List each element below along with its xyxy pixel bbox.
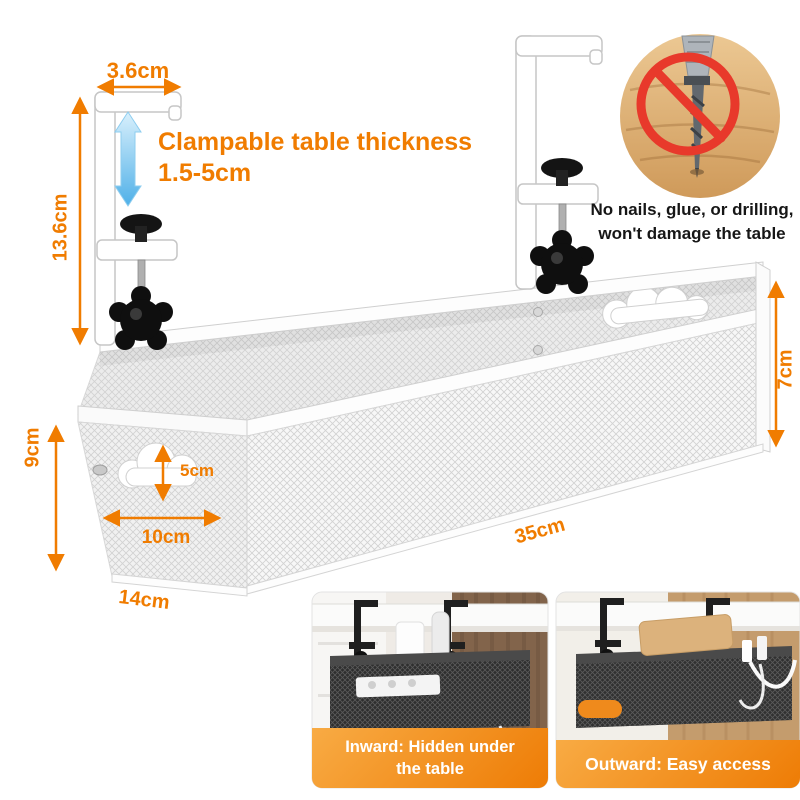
basket-photo [576,614,792,728]
clamp-height-label: 13.6cm [49,193,72,262]
inward-caption-line2: the table [396,760,464,778]
table-clamp-right [515,35,603,295]
wooden-board [638,614,734,656]
clamp-range-arrow [114,111,142,207]
basket-bottom-edge-left [111,573,248,597]
dim-slot-height: 5cm [180,461,215,480]
prohibition-icon [636,52,740,156]
headline-line2: 1.5-5cm [158,159,252,187]
dim-slot-width: 10cm [141,527,191,548]
plug [742,640,752,662]
basket-inner-shadow [100,276,763,366]
cable-slot-back [602,286,709,329]
caption-banner-inward: Inward: Hidden under the table [312,728,548,788]
outward-caption: Outward: Easy access [585,753,771,774]
mesh-basket [77,261,771,597]
basket-right-edge [755,261,771,453]
cable [738,663,765,710]
cable [748,659,797,689]
no-drill-caption-line1: No nails, glue, or drilling, [590,200,794,219]
clamp-width-label: 3.6cm [106,58,170,83]
plug [757,636,767,660]
dim-back-height: 7cm [774,349,797,390]
rivet [533,345,543,355]
caption-banner-outward: Outward: Easy access [556,740,800,788]
cable-clip [92,464,108,476]
basket-photo [330,650,530,732]
no-drilling-badge [620,34,780,198]
dim-side-height: 9cm [21,427,44,468]
table-board [312,603,548,631]
rivet [533,307,543,317]
bottle [431,611,450,659]
no-drill-caption-line2: won't damage the table [598,224,786,243]
headline-line1: Clampable table thickness [158,128,473,156]
orange-handle [578,700,622,718]
inward-caption-line1: Inward: Hidden under [345,737,515,756]
